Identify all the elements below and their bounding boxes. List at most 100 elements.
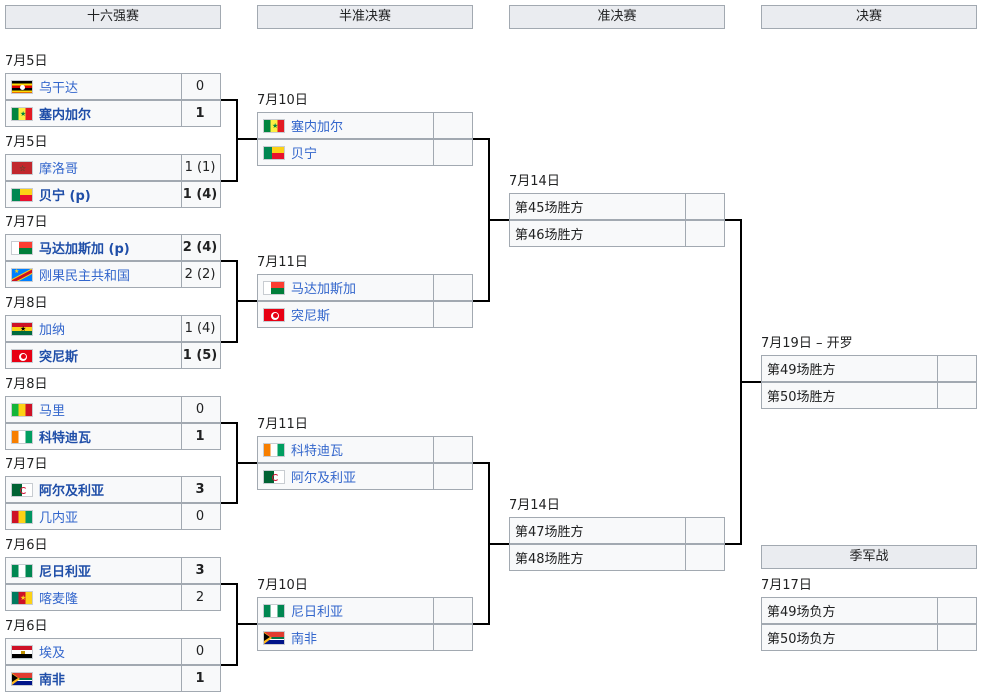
team-placeholder: 第47场胜方 <box>515 525 584 540</box>
bracket-connector <box>237 138 257 140</box>
cameroon-flag-icon: ★ <box>11 590 33 605</box>
bracket-connector <box>725 543 741 545</box>
match-date: 7月7日 <box>5 457 48 472</box>
ghana-flag-icon: ★ <box>11 321 33 336</box>
drc-flag-icon: ★ <box>11 267 33 282</box>
team-name-link[interactable]: 突尼斯 <box>39 350 79 365</box>
bracket-connector <box>221 502 237 504</box>
team-cell: 突尼斯 <box>258 302 434 327</box>
bracket-connector <box>489 219 509 221</box>
match-date: 7月5日 <box>5 135 48 150</box>
header-round-of-16: 十六强赛 <box>5 5 221 29</box>
score-cell <box>432 598 472 623</box>
score-cell <box>432 113 472 138</box>
team-name-link[interactable]: 摩洛哥 <box>39 162 79 177</box>
team-cell: 第45场胜方 <box>510 194 686 219</box>
south-africa-flag-icon <box>263 630 285 645</box>
match-row-team1: 第45场胜方 <box>509 193 725 220</box>
bracket-connector <box>237 462 257 464</box>
ivory-coast-flag-icon <box>263 442 285 457</box>
header-final: 决赛 <box>761 5 977 29</box>
score-cell <box>432 275 472 300</box>
bracket-connector <box>725 219 741 221</box>
nigeria-flag-icon <box>11 563 33 578</box>
team-name-link[interactable]: 马里 <box>39 404 66 419</box>
score-cell: 0 <box>195 402 205 417</box>
score-cell <box>684 194 724 219</box>
algeria-flag-icon <box>11 482 33 497</box>
team-name-link[interactable]: 阿尔及利亚 <box>291 471 357 486</box>
match-row-team2: 第50场负方 <box>761 624 977 651</box>
match-row-team1: 科特迪瓦 <box>257 436 473 463</box>
bracket-connector <box>221 180 237 182</box>
madagascar-flag-icon <box>11 240 33 255</box>
team-cell: 贝宁 (p) <box>6 182 182 207</box>
team-name-link[interactable]: 刚果民主共和国 <box>39 269 131 284</box>
match-row-team2: 南非 <box>257 624 473 651</box>
team-cell: 乌干达 <box>6 74 182 99</box>
match-date: 7月6日 <box>5 619 48 634</box>
team-placeholder: 第48场胜方 <box>515 552 584 567</box>
team-name-link[interactable]: 几内亚 <box>39 511 79 526</box>
team-name-link[interactable]: 南非 <box>291 632 318 647</box>
team-name-link[interactable]: 加纳 <box>39 323 66 338</box>
score-cell: 2 <box>195 590 205 605</box>
score-cell: 1 (4) <box>184 321 216 336</box>
team-name-link[interactable]: 乌干达 <box>39 81 79 96</box>
score-cell <box>684 518 724 543</box>
bracket-connector <box>237 623 257 625</box>
team-cell: 南非 <box>6 666 182 691</box>
score-cell: 0 <box>195 644 205 659</box>
match-row-team1: 第49场胜方 <box>761 355 977 382</box>
match-date: 7月8日 <box>5 377 48 392</box>
team-cell: ★ 加纳 <box>6 316 182 341</box>
team-placeholder: 第50场负方 <box>767 632 836 647</box>
team-name-link[interactable]: 埃及 <box>39 646 66 661</box>
team-name-link[interactable]: 尼日利亚 <box>291 605 344 620</box>
morocco-flag-icon: ☆ <box>11 160 33 175</box>
team-cell: 马达加斯加 <box>258 275 434 300</box>
team-cell: 阿尔及利亚 <box>258 464 434 489</box>
team-name-link[interactable]: 突尼斯 <box>291 309 331 324</box>
team-name-link[interactable]: 塞内加尔 <box>291 120 344 135</box>
match-row-team2: 贝宁 (p) 1 (4) <box>5 181 221 208</box>
team-name-link[interactable]: 贝宁 (p) <box>39 189 91 204</box>
team-name-link[interactable]: 喀麦隆 <box>39 592 79 607</box>
bracket-connector <box>237 300 257 302</box>
header-third-place: 季军战 <box>761 545 977 569</box>
score-cell: 1 (4) <box>182 187 218 202</box>
team-cell: 尼日利亚 <box>6 558 182 583</box>
team-name-link[interactable]: 塞内加尔 <box>39 108 92 123</box>
bracket-connector <box>221 260 237 262</box>
match-date: 7月11日 <box>257 417 308 432</box>
header-quarterfinals: 半准决赛 <box>257 5 473 29</box>
team-name-link[interactable]: 贝宁 <box>291 147 318 162</box>
team-name-link[interactable]: 南非 <box>39 673 66 688</box>
team-name-link[interactable]: 尼日利亚 <box>39 565 92 580</box>
score-cell <box>936 356 976 381</box>
team-cell: 第46场胜方 <box>510 221 686 246</box>
match-row-team1: 马达加斯加 (p)2 (4) <box>5 234 221 261</box>
team-placeholder: 第50场胜方 <box>767 390 836 405</box>
score-cell <box>936 625 976 650</box>
team-cell: ★ 喀麦隆 <box>6 585 182 610</box>
team-cell: 科特迪瓦 <box>6 424 182 449</box>
team-name-link[interactable]: 阿尔及利亚 <box>39 484 105 499</box>
team-name-link[interactable]: 马达加斯加 (p) <box>39 242 130 257</box>
team-placeholder: 第49场负方 <box>767 605 836 620</box>
match-date: 7月19日 – 开罗 <box>761 336 853 351</box>
match-row-team2: 阿尔及利亚 <box>257 463 473 490</box>
team-name-link[interactable]: 科特迪瓦 <box>39 431 92 446</box>
team-cell: 第50场负方 <box>762 625 938 650</box>
match-date: 7月7日 <box>5 215 48 230</box>
team-cell: 尼日利亚 <box>258 598 434 623</box>
bracket-connector <box>221 341 237 343</box>
bracket-connector <box>473 623 489 625</box>
match-row-team2: 贝宁 <box>257 139 473 166</box>
benin-flag-icon <box>263 145 285 160</box>
team-name-link[interactable]: 科特迪瓦 <box>291 444 344 459</box>
team-name-link[interactable]: 马达加斯加 <box>291 282 357 297</box>
